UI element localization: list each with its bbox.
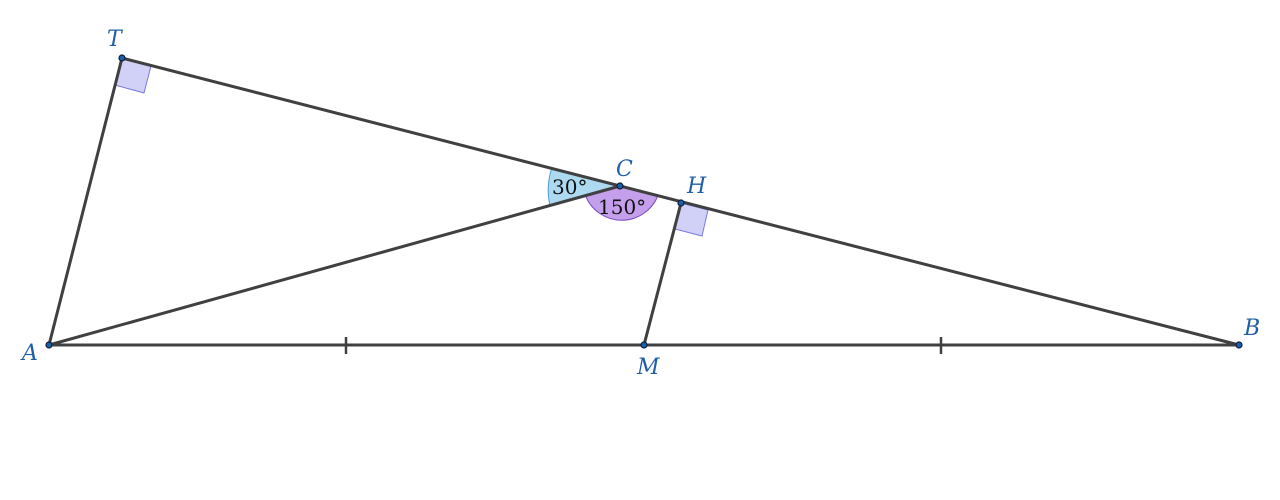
point-t xyxy=(118,54,126,62)
point-a xyxy=(45,341,53,349)
point-label-b: B xyxy=(1243,316,1260,341)
angle-30-label: 30° xyxy=(552,175,587,199)
segment-hm xyxy=(642,201,683,347)
segment-ta xyxy=(47,56,124,347)
point-c xyxy=(616,182,624,190)
point-h xyxy=(677,199,685,207)
point-label-h: H xyxy=(686,174,707,199)
angle-150-label: 150° xyxy=(598,195,646,219)
point-label-t: T xyxy=(107,27,124,52)
point-label-m: M xyxy=(636,355,660,380)
segment-ac xyxy=(47,184,622,347)
angle-150-sector xyxy=(584,185,659,221)
point-m xyxy=(640,341,648,349)
point-b xyxy=(1235,341,1243,349)
point-label-c: C xyxy=(616,157,633,182)
point-label-a: A xyxy=(20,341,38,366)
